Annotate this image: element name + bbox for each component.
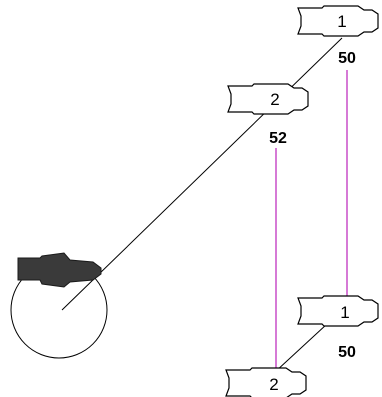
connector-value: 52 <box>269 130 287 147</box>
connector-value: 50 <box>338 344 356 361</box>
connector-label: 2 <box>270 90 279 109</box>
connector-1-bottom: 1 <box>297 295 379 327</box>
wire-main <box>61 37 343 311</box>
dark-plug-icon <box>17 252 102 288</box>
connector-icon <box>227 83 309 115</box>
connector-2-top: 2 <box>227 83 309 115</box>
connector-icon <box>297 295 379 327</box>
connector-value: 50 <box>338 50 356 67</box>
connector-icon <box>297 5 379 37</box>
connector-2-bottom: 2 <box>225 367 307 397</box>
connector-icon <box>225 367 307 397</box>
connector-label: 1 <box>340 303 349 322</box>
connector-label: 2 <box>269 375 278 394</box>
connector-label: 1 <box>337 12 346 31</box>
connector-1-top: 1 <box>297 5 379 37</box>
